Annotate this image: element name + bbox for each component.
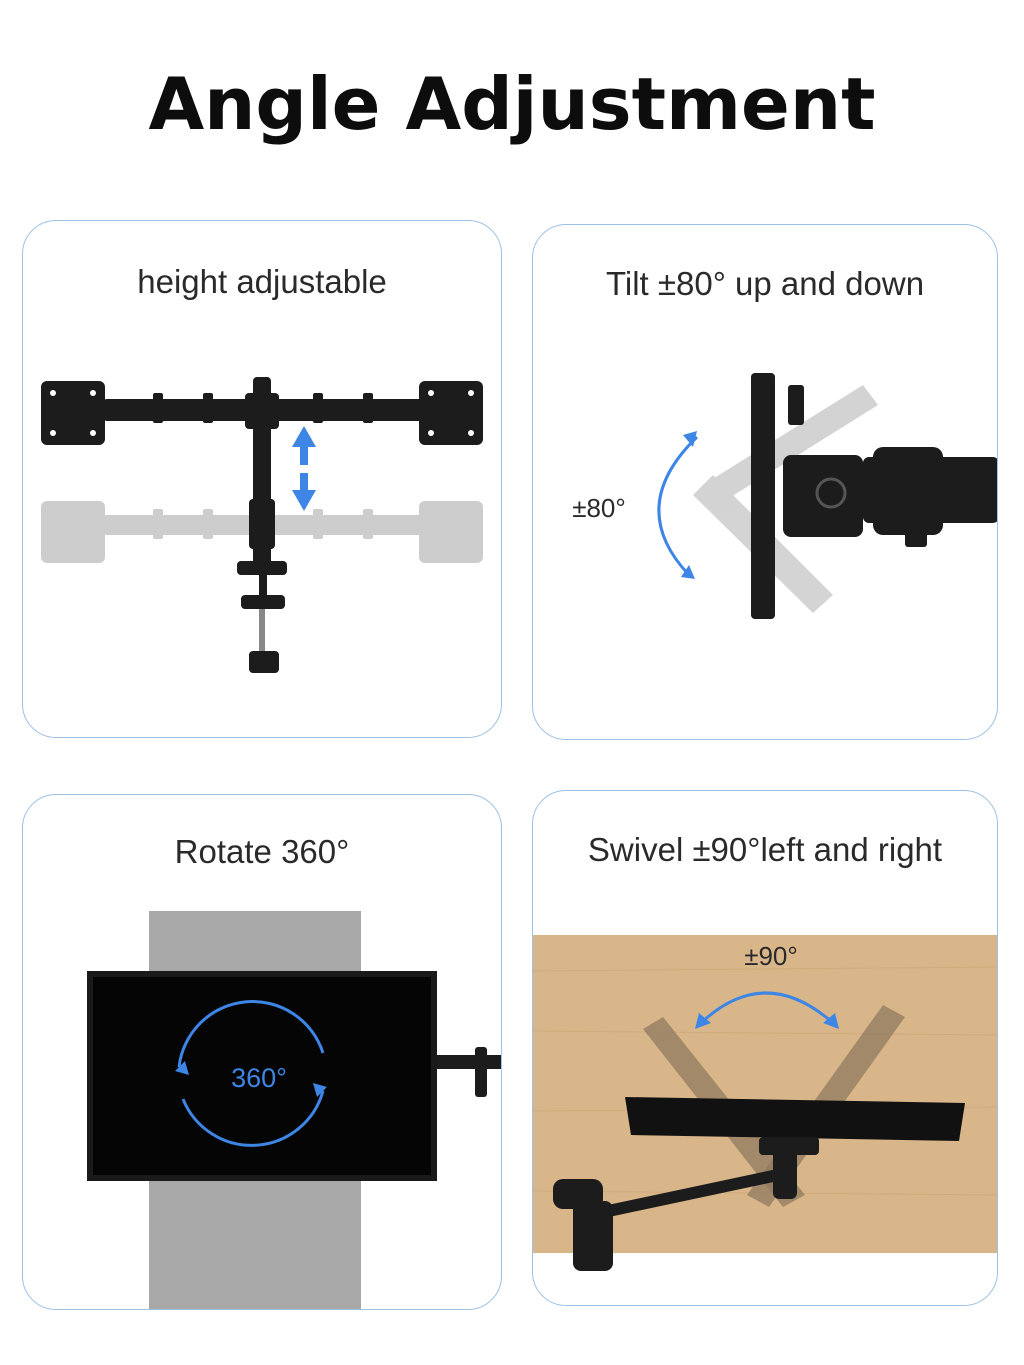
tilt-arc-arrow-icon [657,435,699,577]
tilt-bracket-illustration: ±80° [572,373,997,619]
swivel-arc-arrow-icon [699,991,834,1025]
rotate-360-arrow-icon [177,1000,325,1147]
swivel-arm [553,1137,819,1271]
panel-tilt: Tilt ±80° up and down ±80° [532,224,998,740]
panel-title-rotate: Rotate 360° [174,833,350,870]
arm-upper-position [41,381,483,445]
swivel-desk-illustration: ±90° [533,935,997,1271]
panel-height-adjustable: height adjustable [22,220,502,738]
panel-title-swivel: Swivel ±90°left and right [587,831,943,868]
panel-title-height: height adjustable [137,263,387,300]
swivel-monitor [625,1097,965,1141]
tilt-arm [751,373,997,619]
dual-monitor-arm-illustration [41,377,483,673]
desk-clamp [237,561,287,673]
up-down-arrow-icon [292,426,316,511]
panel-swivel: Swivel ±90°left and right ±90° [532,790,998,1306]
monitor-arm [437,1055,501,1069]
tilt-angle-label: ±80° [572,493,626,523]
panel-title-tilt: Tilt ±80° up and down [605,265,925,302]
monitor-screen [93,977,431,1175]
swivel-angle-label: ±90° [744,941,798,971]
page-title: Angle Adjustment [148,62,876,146]
rotate-angle-label: 360° [231,1063,287,1093]
rotating-monitor-illustration: 360° [87,911,501,1309]
panel-rotate: Rotate 360° 360° [22,794,502,1310]
